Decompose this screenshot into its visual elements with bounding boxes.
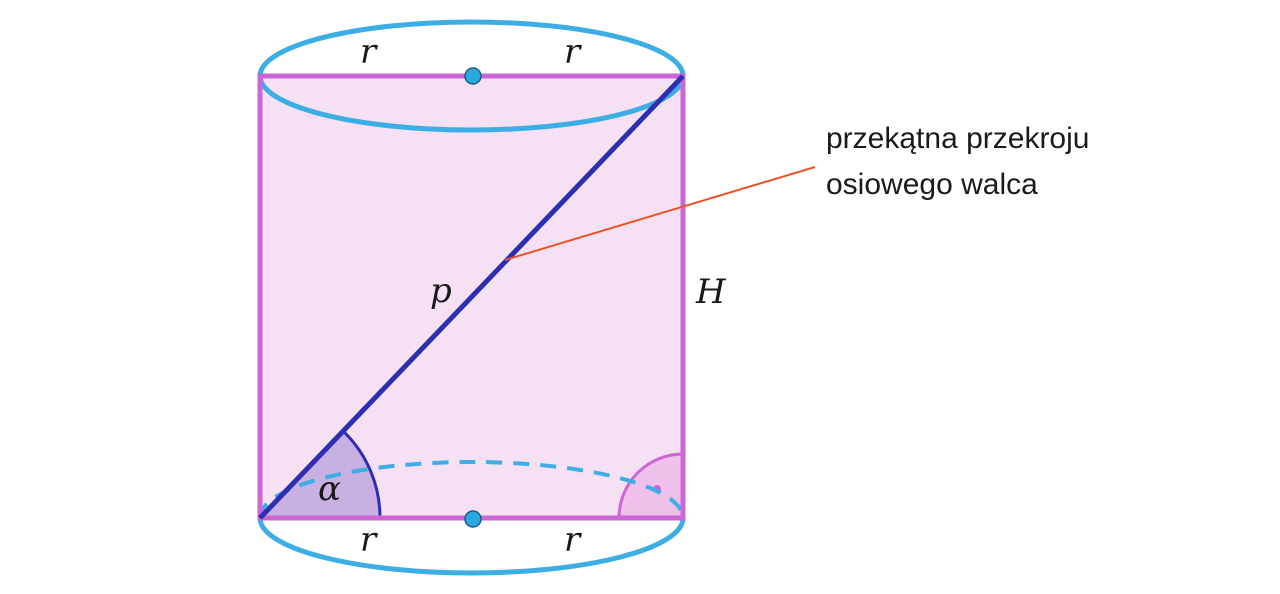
angle-alpha-sector (260, 432, 381, 518)
label-height-H: H (695, 272, 727, 312)
label-radius-bottom-left: r (360, 520, 378, 560)
label-radius-top-left: r (360, 32, 378, 72)
label-angle-alpha: α (318, 469, 341, 509)
angle-alpha-arc (343, 431, 382, 519)
label-diagonal-p: p (430, 271, 452, 311)
bottom-center-point (464, 510, 482, 528)
label-radius-bottom-right: r (564, 520, 582, 560)
callout-line-2: osiowego walca (826, 168, 1038, 201)
bottom-base-front-arc (257, 517, 686, 576)
callout-pointer-line (504, 166, 816, 261)
top-center-point (464, 67, 482, 85)
right-angle-sector (619, 454, 683, 518)
label-radius-top-right: r (564, 32, 582, 72)
callout-line-1: przekątna przekroju (826, 122, 1089, 155)
right-angle-arc (617, 452, 684, 519)
section-diagonal (258, 74, 685, 520)
